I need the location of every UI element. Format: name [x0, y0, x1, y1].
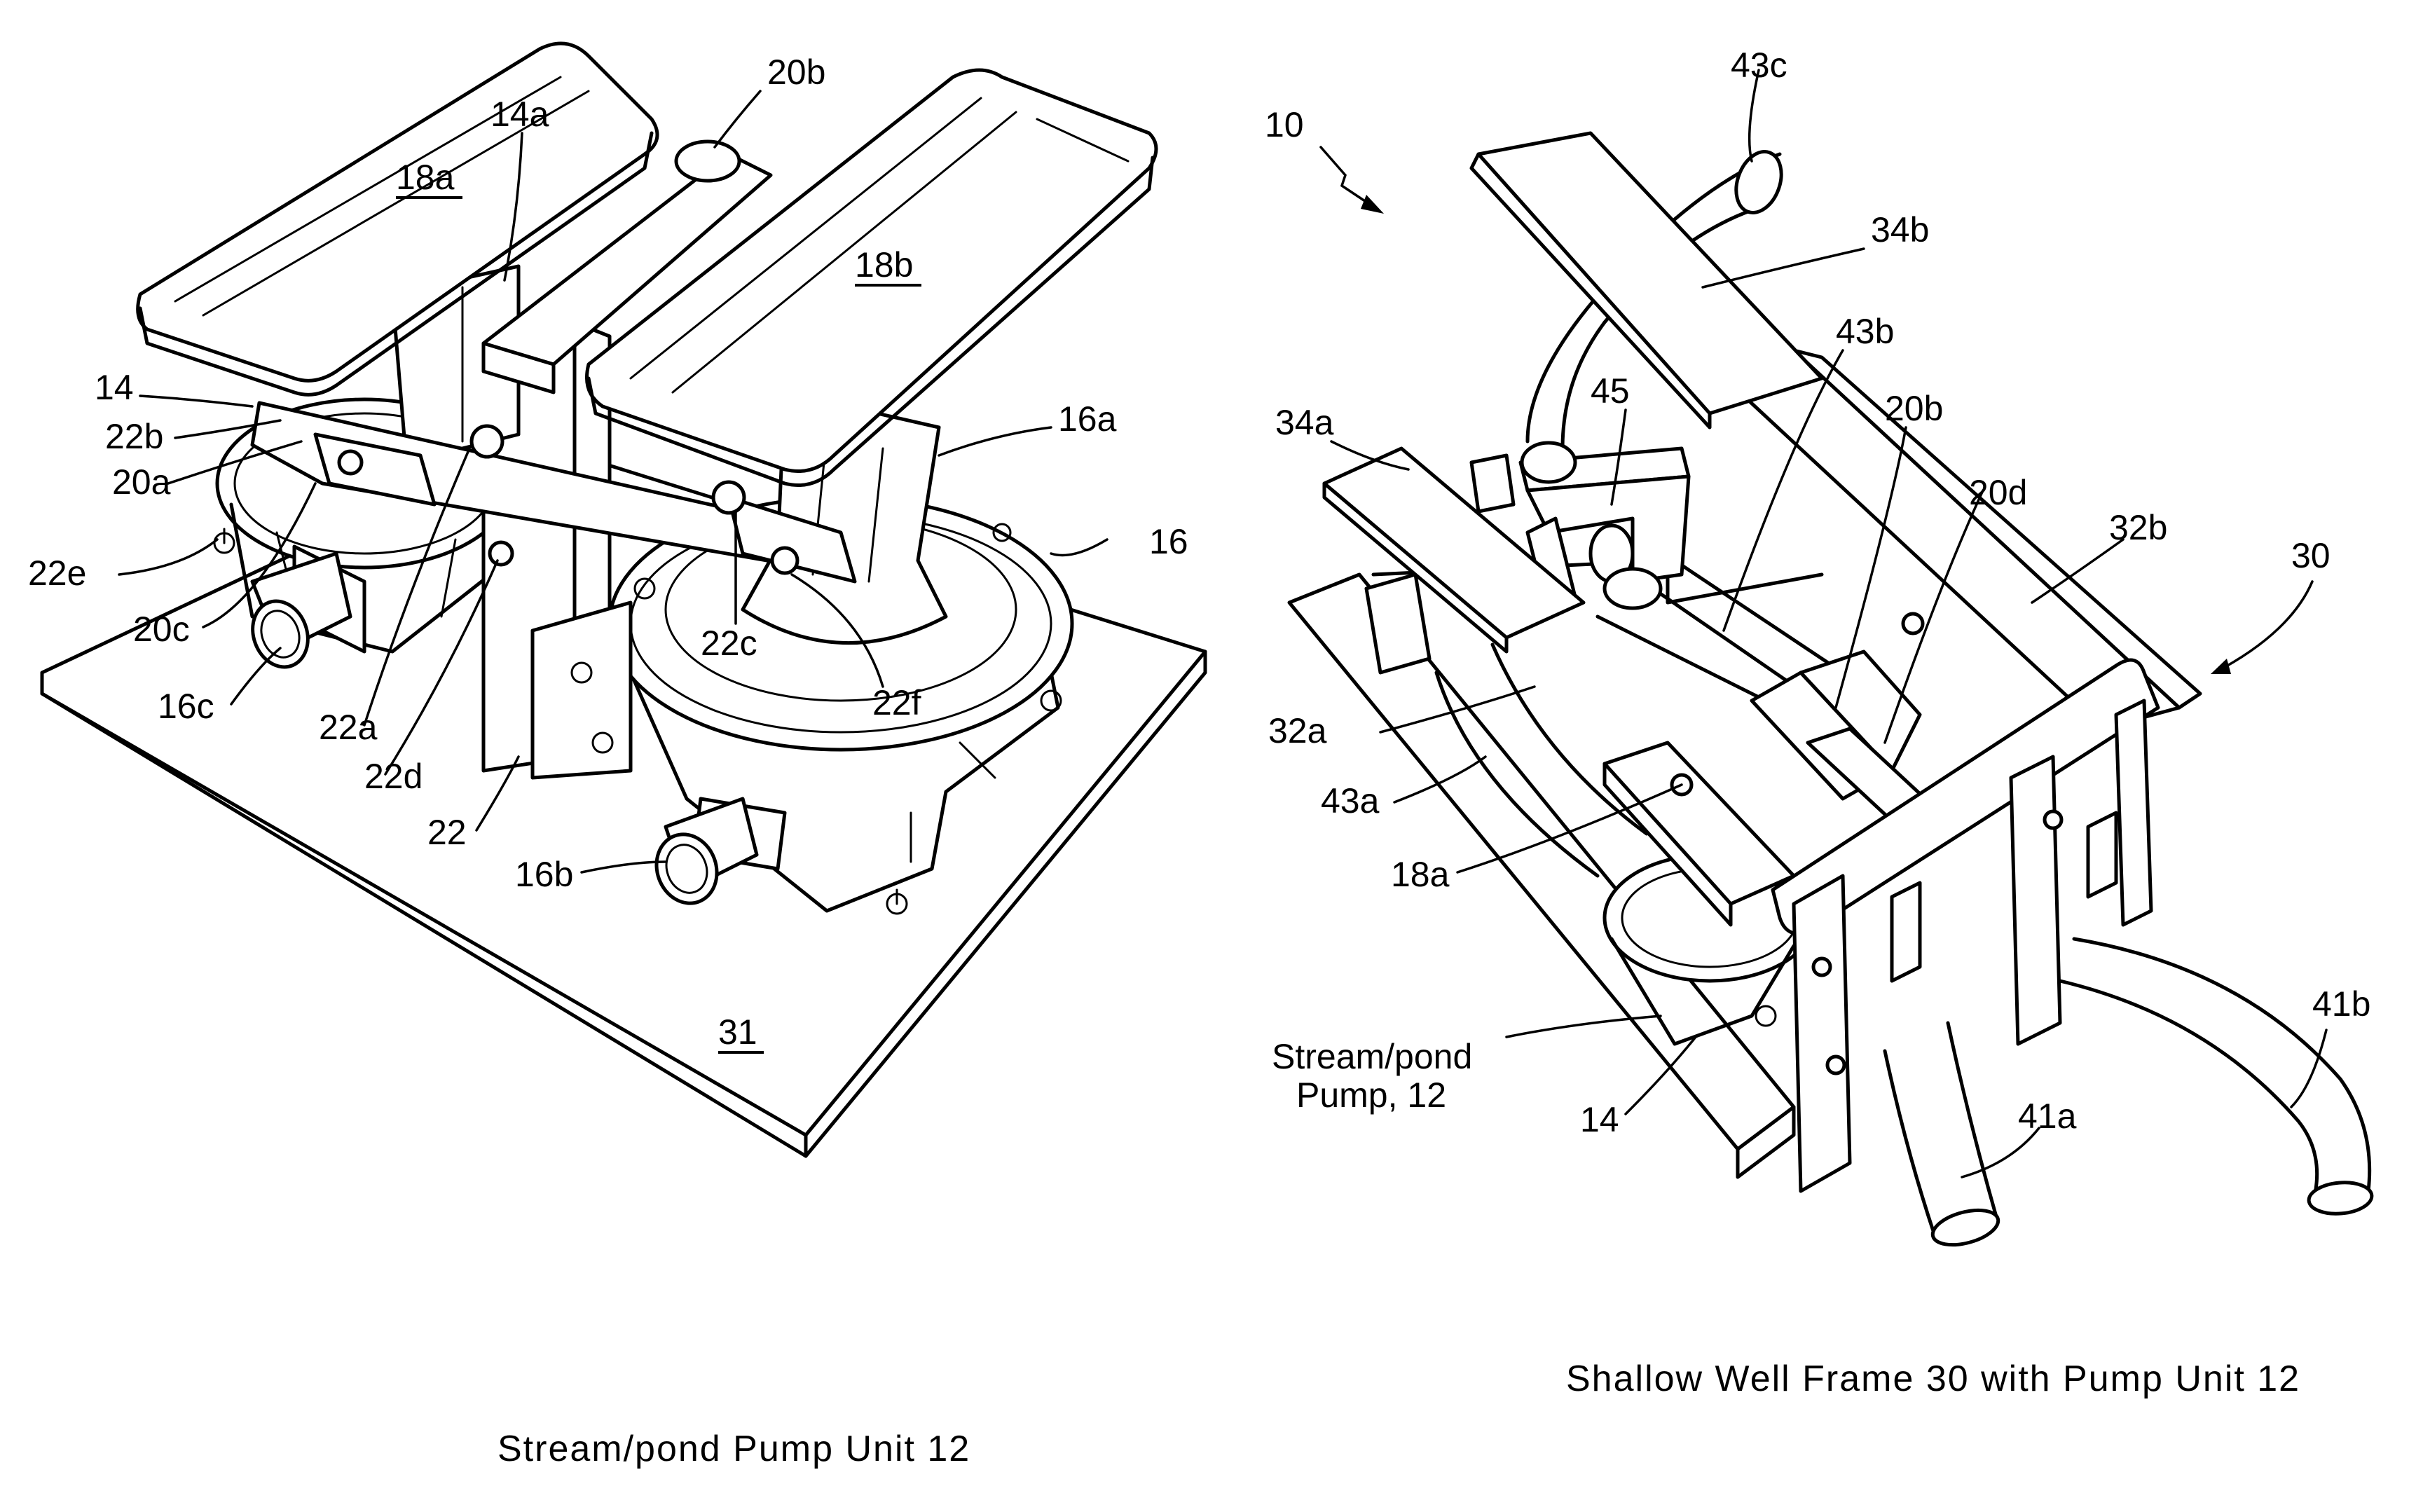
- label-16: 16: [1149, 522, 1188, 561]
- label-43c: 43c: [1731, 46, 1787, 85]
- label-22e: 22e: [28, 554, 86, 593]
- label-43a: 43a: [1321, 781, 1380, 820]
- label-31: 31: [718, 1012, 757, 1052]
- label-10: 10: [1265, 105, 1304, 144]
- label-pump-12: Pump, 12: [1296, 1075, 1446, 1115]
- label-14a: 14a: [490, 95, 549, 134]
- label-41a: 41a: [2018, 1097, 2077, 1136]
- label-20b: 20b: [767, 53, 825, 92]
- label-34a: 34a: [1275, 403, 1334, 442]
- right-figure-caption: Shallow Well Frame 30 with Pump Unit 12: [1566, 1359, 2300, 1399]
- label-22d: 22d: [364, 757, 423, 796]
- label-16a: 16a: [1058, 399, 1117, 439]
- label-22: 22: [427, 813, 467, 852]
- label-20a: 20a: [112, 462, 171, 502]
- label-41b: 41b: [2312, 984, 2370, 1024]
- label-22b: 22b: [105, 417, 163, 456]
- label-18a: 18a: [1391, 855, 1450, 894]
- label-20b: 20b: [1885, 389, 1943, 428]
- label-43b: 43b: [1836, 312, 1894, 351]
- label-32b: 32b: [2109, 508, 2167, 547]
- right-figure: 10 43c 34b 43b 45 34a 20b 20d 32b 30 32a…: [1265, 46, 2373, 1399]
- left-figure: 20b 14a 18a 18b 14 22b 20a 16a 16 22e 20…: [28, 43, 1205, 1469]
- label-18a: 18a: [396, 158, 455, 197]
- label-16c: 16c: [158, 687, 214, 726]
- label-22f: 22f: [872, 683, 921, 722]
- left-figure-caption: Stream/pond Pump Unit 12: [497, 1429, 970, 1469]
- label-20d: 20d: [1969, 473, 2027, 512]
- label-45: 45: [1591, 371, 1630, 411]
- label-32a: 32a: [1268, 711, 1327, 750]
- label-30: 30: [2291, 536, 2331, 575]
- label-16b: 16b: [515, 855, 573, 894]
- label-22a: 22a: [319, 708, 378, 747]
- label-14: 14: [95, 368, 134, 407]
- label-22c: 22c: [701, 624, 757, 663]
- label-stream-pond: Stream/pond: [1272, 1037, 1472, 1076]
- base-plate-31: [42, 441, 1205, 1135]
- label-14: 14: [1580, 1100, 1619, 1139]
- label-18b: 18b: [855, 245, 913, 284]
- label-20c: 20c: [133, 610, 190, 649]
- label-34b: 34b: [1871, 210, 1929, 249]
